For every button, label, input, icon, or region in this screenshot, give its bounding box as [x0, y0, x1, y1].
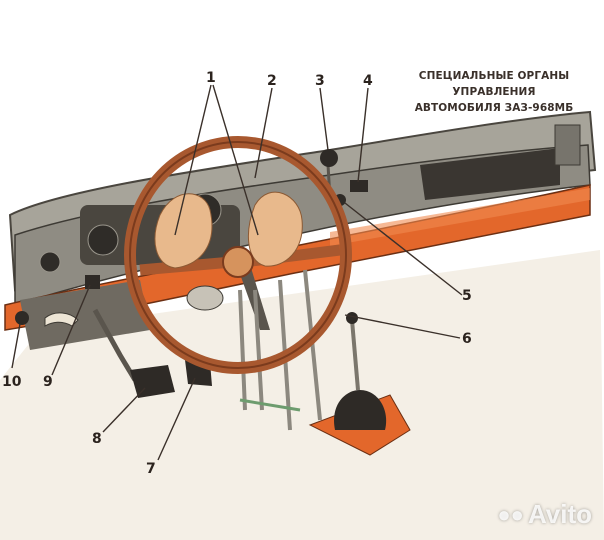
vent — [554, 124, 581, 166]
leader-6 — [344, 314, 461, 339]
title-line-1: СПЕЦИАЛЬНЫЕ ОРГАНЫ УПРАВЛЕНИЯ — [418, 70, 570, 98]
avito-logo-icon: ●● — [497, 501, 524, 527]
leader-8 — [102, 387, 146, 433]
callout-3: 3 — [315, 73, 325, 89]
glovebox — [420, 148, 560, 200]
control-rods — [238, 269, 322, 431]
diagram-title: СПЕЦИАЛЬНЫЕ ОРГАНЫ УПРАВЛЕНИЯ АВТОМОБИЛЯ… — [385, 68, 603, 116]
switch-4 — [350, 180, 368, 192]
knob-pad-right — [247, 191, 303, 267]
leader-2 — [254, 87, 273, 179]
leader-9 — [51, 284, 91, 376]
leader-3 — [319, 87, 329, 151]
shift-boot — [334, 390, 387, 430]
leader-7 — [157, 377, 196, 461]
callout-10: 10 — [2, 374, 22, 390]
switch-left — [39, 251, 61, 273]
callout-6: 6 — [462, 331, 472, 347]
leader-1a — [174, 84, 212, 236]
callout-4: 4 — [363, 73, 373, 89]
callout-7: 7 — [146, 461, 156, 477]
trim-highlight — [330, 188, 590, 246]
linkage — [239, 398, 301, 412]
switch-10 — [15, 311, 29, 325]
leader-5 — [344, 202, 463, 296]
lever-3-knob — [320, 149, 338, 167]
switch-9 — [85, 275, 100, 289]
column-switch — [186, 285, 224, 311]
leader-1b — [212, 84, 259, 236]
steering-wheel-edge — [129, 141, 347, 369]
watermark: ●● Avito — [497, 499, 592, 530]
watermark-text: Avito — [527, 499, 592, 529]
title-line-2: АВТОМОБИЛЯ ЗАЗ-968МБ — [414, 102, 574, 114]
lower-panel — [20, 280, 150, 350]
callout-9: 9 — [43, 374, 53, 390]
callout-1: 1 — [206, 70, 216, 86]
callout-5: 5 — [462, 288, 472, 304]
gear-lever — [350, 319, 360, 391]
knob-pad-left — [154, 193, 213, 269]
pedal-8 — [130, 365, 175, 398]
callout-8: 8 — [92, 431, 102, 447]
leader-lines — [11, 84, 463, 461]
callout-2: 2 — [267, 73, 277, 89]
gear-knob — [346, 312, 358, 324]
pedal-arm-left — [92, 308, 138, 382]
gauge-left — [87, 224, 119, 256]
steering-hub — [222, 246, 254, 278]
leader-10 — [11, 323, 21, 369]
leader-4 — [357, 87, 369, 183]
